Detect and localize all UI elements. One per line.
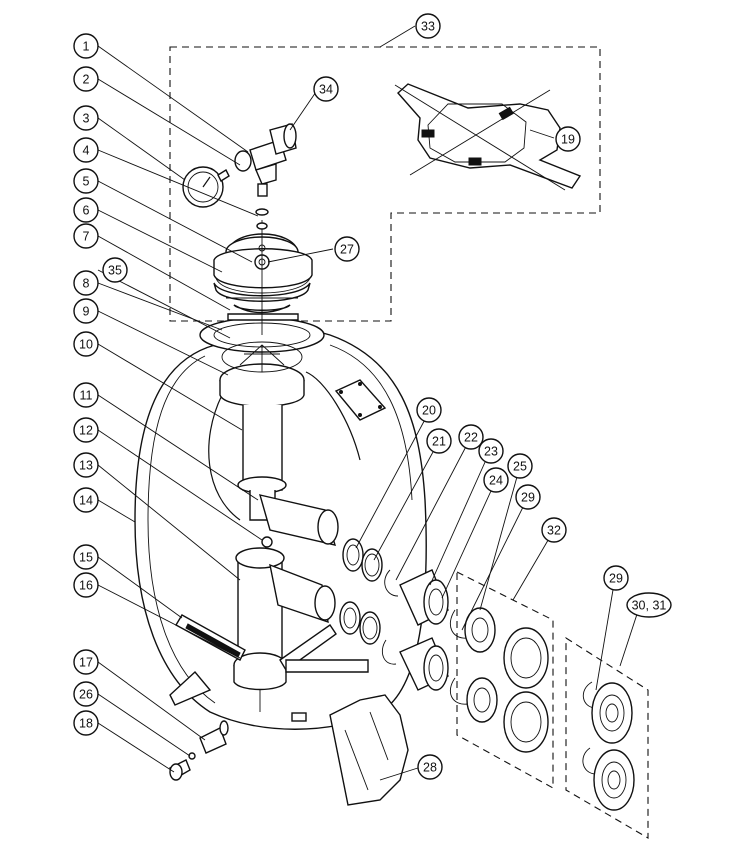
callout-35: 35 (102, 257, 128, 283)
callout-11: 11 (73, 382, 99, 408)
callout-13: 13 (73, 452, 99, 478)
callout-5-label: 5 (83, 175, 90, 189)
callout-8: 8 (73, 270, 99, 296)
callout-22: 22 (458, 424, 484, 450)
callout-9: 9 (73, 298, 99, 324)
callout-17: 17 (73, 649, 99, 675)
callouts: 1 2 3 4 5 6 7 35 8 9 10 11 12 13 14 15 1… (73, 13, 672, 780)
callout-27-label: 27 (340, 243, 354, 257)
callout-4-label: 4 (83, 144, 90, 158)
callout-18: 18 (73, 710, 99, 736)
callout-25-label: 25 (513, 460, 527, 474)
callout-16-label: 16 (79, 579, 93, 593)
callout-22-label: 22 (464, 431, 478, 445)
callout-30-31-label: 30, 31 (632, 599, 667, 613)
callout-17-label: 17 (79, 656, 93, 670)
callout-7-label: 7 (83, 230, 90, 244)
callout-2-label: 2 (83, 73, 90, 87)
callout-5: 5 (73, 168, 99, 194)
callout-12-label: 12 (79, 424, 93, 438)
alternate-unions (582, 681, 635, 811)
drain-plug-parts (169, 720, 229, 781)
callout-24-label: 24 (489, 474, 503, 488)
air-relief-tee (234, 123, 297, 230)
callout-7: 7 (73, 223, 99, 249)
callout-16: 16 (73, 572, 99, 598)
callout-20-label: 20 (422, 404, 436, 418)
callout-32-label: 32 (547, 524, 561, 538)
callout-6-label: 6 (83, 204, 90, 218)
callout-15-label: 15 (79, 551, 93, 565)
upper-union-fittings (342, 538, 549, 689)
callout-28: 28 (417, 754, 443, 780)
callout-8-label: 8 (83, 277, 90, 291)
callout-4: 4 (73, 137, 99, 163)
callout-19: 19 (555, 126, 581, 152)
lower-union-fittings (339, 601, 549, 753)
callout-12: 12 (73, 417, 99, 443)
callout-19-label: 19 (561, 133, 575, 147)
callout-3-label: 3 (83, 112, 90, 126)
callout-2: 2 (73, 66, 99, 92)
callout-24: 24 (483, 467, 509, 493)
callout-14: 14 (73, 487, 99, 513)
callout-10: 10 (73, 331, 99, 357)
callout-21: 21 (426, 428, 452, 454)
callout-20: 20 (416, 397, 442, 423)
callout-23-label: 23 (484, 445, 498, 459)
callout-1: 1 (73, 33, 99, 59)
callout-6: 6 (73, 197, 99, 223)
callout-29-upper: 29 (515, 484, 541, 510)
callout-34-label: 34 (319, 83, 333, 97)
callout-18-label: 18 (79, 717, 93, 731)
callout-29-upper-label: 29 (521, 491, 535, 505)
leader-lines (97, 25, 641, 781)
callout-21-label: 21 (432, 435, 446, 449)
callout-29-lower: 29 (603, 565, 629, 591)
callout-33: 33 (415, 13, 441, 39)
callout-26-label: 26 (79, 688, 93, 702)
callout-10-label: 10 (79, 338, 93, 352)
callout-35-label: 35 (108, 264, 122, 278)
callout-1-label: 1 (83, 40, 90, 54)
spanner-wrench (394, 83, 582, 191)
callout-33-label: 33 (421, 20, 435, 34)
callout-28-label: 28 (423, 761, 437, 775)
callout-25: 25 (507, 453, 533, 479)
callout-3: 3 (73, 105, 99, 131)
callout-27: 27 (334, 236, 360, 262)
group-33-dashed-outline (169, 46, 601, 322)
callout-13-label: 13 (79, 459, 93, 473)
callout-14-label: 14 (79, 494, 93, 508)
callout-34: 34 (313, 76, 339, 102)
callout-32: 32 (541, 517, 567, 543)
group-30-31-dashed-outline (565, 636, 649, 839)
callout-23: 23 (478, 438, 504, 464)
callout-9-label: 9 (83, 305, 90, 319)
top-closure-assembly (213, 220, 313, 335)
callout-29-lower-label: 29 (609, 572, 623, 586)
callout-30-31: 30, 31 (626, 592, 672, 618)
callout-26: 26 (73, 681, 99, 707)
callout-11-label: 11 (80, 389, 93, 403)
callout-15: 15 (73, 544, 99, 570)
